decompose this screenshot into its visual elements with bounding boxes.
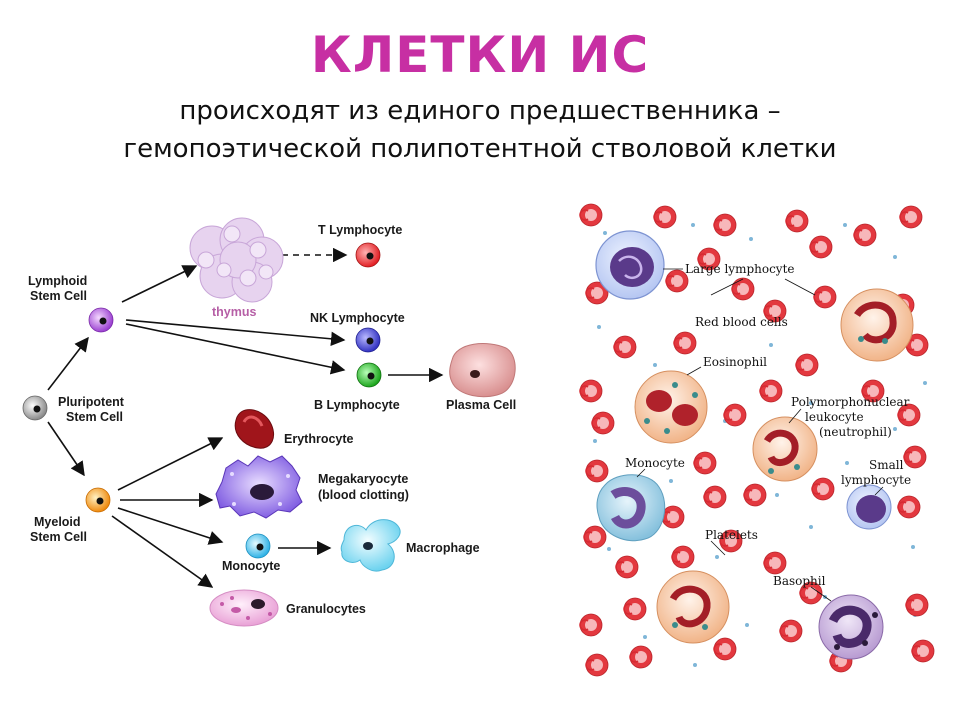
platelets bbox=[593, 223, 927, 667]
basophil-cell bbox=[818, 594, 884, 660]
label-small-lymphocyte-2: lymphocyte bbox=[841, 473, 911, 487]
label-polymorphonuclear-1: Polymorphonuclear bbox=[791, 395, 910, 409]
label-small-lymphocyte-1: Small bbox=[869, 458, 904, 472]
label-granulocytes: Granulocytes bbox=[286, 602, 366, 616]
label-monocyte: Monocyte bbox=[222, 559, 280, 573]
nk-lymphocyte-cell bbox=[355, 327, 381, 353]
pluripotent-stem-cell bbox=[22, 395, 48, 421]
small-lymphocyte-cell bbox=[846, 484, 892, 530]
label-lymphoid-2: Stem Cell bbox=[30, 289, 87, 303]
label-plasma-cell: Plasma Cell bbox=[446, 398, 516, 412]
granulocyte-image bbox=[209, 589, 279, 627]
label-pluripotent-2: Stem Cell bbox=[66, 410, 123, 424]
monocyte-cell bbox=[245, 533, 271, 559]
neutrophil-cell bbox=[752, 416, 818, 482]
label-lymphoid-1: Lymphoid bbox=[28, 274, 87, 288]
hematopoiesis-diagram: Pluripotent Stem Cell Lymphoid Stem Cell… bbox=[22, 217, 516, 627]
neutrophil-upper-cell bbox=[840, 288, 914, 362]
thymus-image bbox=[189, 217, 284, 303]
label-thymus: thymus bbox=[212, 305, 257, 319]
label-megakaryocyte-2: (blood clotting) bbox=[318, 488, 409, 502]
plasma-cell-image bbox=[449, 343, 516, 398]
label-polymorphonuclear-3: (neutrophil) bbox=[819, 425, 892, 439]
large-lymphocyte-cell bbox=[595, 230, 665, 300]
label-eosinophil: Eosinophil bbox=[703, 355, 767, 369]
eosinophil-cell bbox=[634, 370, 708, 444]
callout-lines bbox=[636, 268, 884, 602]
subtitle-line-2: гемопоэтической полипотентной стволовой … bbox=[123, 134, 837, 164]
subtitle-line-1: происходят из единого предшественника – bbox=[179, 96, 781, 126]
lineage-arrows bbox=[47, 247, 444, 588]
label-b-lymphocyte: B Lymphocyte bbox=[314, 398, 400, 412]
neutrophil-lower-cell bbox=[656, 570, 730, 644]
slide-title: КЛЕТКИ ИС bbox=[310, 26, 650, 84]
b-lymphocyte-cell bbox=[356, 362, 382, 388]
erythrocyte-image bbox=[234, 409, 274, 449]
lymphoid-stem-cell bbox=[88, 307, 114, 333]
label-myeloid-1: Myeloid bbox=[34, 515, 81, 529]
label-megakaryocyte-1: Megakaryocyte bbox=[318, 472, 408, 486]
label-platelets: Platelets bbox=[705, 528, 758, 542]
myeloid-stem-cell bbox=[85, 487, 111, 513]
label-macrophage: Macrophage bbox=[406, 541, 480, 555]
label-basophil: Basophil bbox=[773, 574, 826, 588]
label-myeloid-2: Stem Cell bbox=[30, 530, 87, 544]
label-polymorphonuclear-2: leukocyte bbox=[805, 410, 864, 424]
label-t-lymphocyte: T Lymphocyte bbox=[318, 223, 402, 237]
monocyte-smear-cell bbox=[596, 474, 666, 542]
macrophage-image bbox=[340, 519, 401, 572]
label-erythrocyte: Erythrocyte bbox=[284, 432, 354, 446]
blood-smear-illustration: Large lymphocyte Red blood cells Eosinop… bbox=[579, 203, 935, 677]
label-pluripotent-1: Pluripotent bbox=[58, 395, 125, 409]
megakaryocyte-image bbox=[215, 455, 303, 519]
t-lymphocyte-cell bbox=[355, 242, 381, 268]
label-monocyte-smear: Monocyte bbox=[625, 456, 685, 470]
label-large-lymphocyte: Large lymphocyte bbox=[685, 262, 795, 276]
label-red-blood-cells: Red blood cells bbox=[695, 315, 788, 329]
label-nk-lymphocyte: NK Lymphocyte bbox=[310, 311, 405, 325]
